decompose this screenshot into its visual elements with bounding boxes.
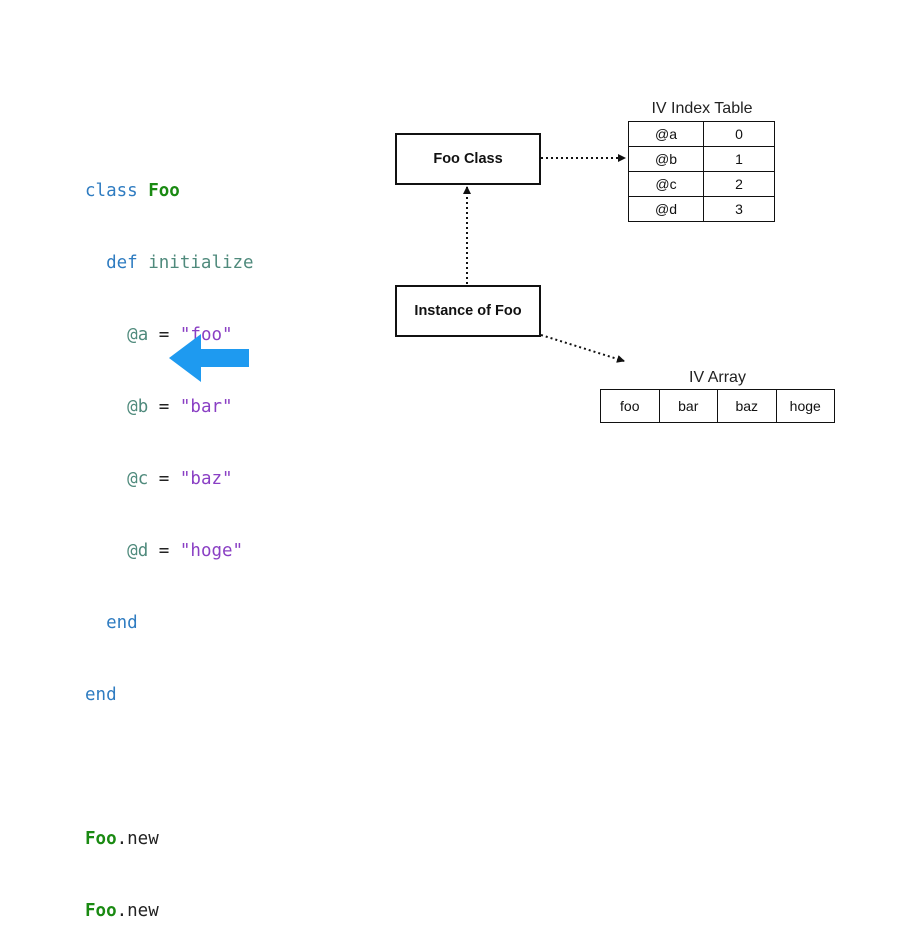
iv-index-table: @a 0 @b 1 @c 2 @d 3 <box>628 121 775 222</box>
table-row: @a 0 <box>628 121 775 147</box>
code-line-call-2: Foo.new <box>85 899 254 923</box>
code-line-assign-d: @d = "hoge" <box>85 539 254 563</box>
keyword-class: class <box>85 181 138 201</box>
class-name: Foo <box>148 181 180 201</box>
assign-operator: = <box>158 397 170 417</box>
keyword-def: def <box>106 253 138 273</box>
table-row: foo bar baz hoge <box>600 389 835 423</box>
instance-label: Instance of Foo <box>414 303 522 319</box>
ivar-index-cell: 3 <box>703 196 775 222</box>
diagram-connectors <box>169 154 626 382</box>
iv-array-title: IV Array <box>689 369 746 386</box>
ivar-index-cell: 0 <box>703 121 775 147</box>
code-line-assign-c: @c = "baz" <box>85 467 254 491</box>
table-row: @c 2 <box>628 171 775 197</box>
ivar-name: @c <box>127 469 149 489</box>
code-blank-line <box>85 755 254 779</box>
method-name: initialize <box>148 253 254 273</box>
foo-class-box: Foo Class <box>395 133 541 185</box>
class-name: Foo <box>85 829 117 849</box>
instance-of-foo-box: Instance of Foo <box>395 285 541 337</box>
assign-operator: = <box>158 325 170 345</box>
table-row: @b 1 <box>628 146 775 172</box>
ivar-name-cell: @c <box>628 171 704 197</box>
string-literal: "bar" <box>179 397 233 417</box>
ivar-index-cell: 1 <box>703 146 775 172</box>
ivar-index-cell: 2 <box>703 171 775 197</box>
ivar-name: @a <box>127 325 149 345</box>
keyword-end: end <box>85 685 117 705</box>
code-line-def: def initialize <box>85 251 254 275</box>
code-line-assign-b: @b = "bar" <box>85 395 254 419</box>
iv-index-table-title: IV Index Table <box>651 100 753 117</box>
code-line-call-1: Foo.new <box>85 827 254 851</box>
method-call: .new <box>116 901 159 921</box>
code-line-class: class Foo <box>85 179 254 203</box>
instance-to-iv-array-arrow <box>540 334 625 363</box>
iv-array-cell: foo <box>600 389 660 423</box>
string-literal: "hoge" <box>179 541 244 561</box>
method-call: .new <box>116 829 159 849</box>
ivar-name-cell: @a <box>628 121 704 147</box>
ivar-name: @d <box>127 541 149 561</box>
iv-array-cell: baz <box>717 389 777 423</box>
iv-array-cell: hoge <box>775 389 835 423</box>
iv-array-cell: bar <box>658 389 718 423</box>
table-row: @d 3 <box>628 196 775 222</box>
foo-class-label: Foo Class <box>433 151 503 167</box>
assign-operator: = <box>158 541 170 561</box>
ivar-name: @b <box>127 397 149 417</box>
arrow-left-icon <box>169 334 249 382</box>
keyword-end: end <box>106 613 138 633</box>
code-line-end-outer: end <box>85 683 254 707</box>
code-line-end-inner: end <box>85 611 254 635</box>
iv-array: foo bar baz hoge <box>600 389 835 423</box>
string-literal: "baz" <box>179 469 233 489</box>
assign-operator: = <box>158 469 170 489</box>
ivar-name-cell: @d <box>628 196 704 222</box>
ivar-name-cell: @b <box>628 146 704 172</box>
class-name: Foo <box>85 901 117 921</box>
